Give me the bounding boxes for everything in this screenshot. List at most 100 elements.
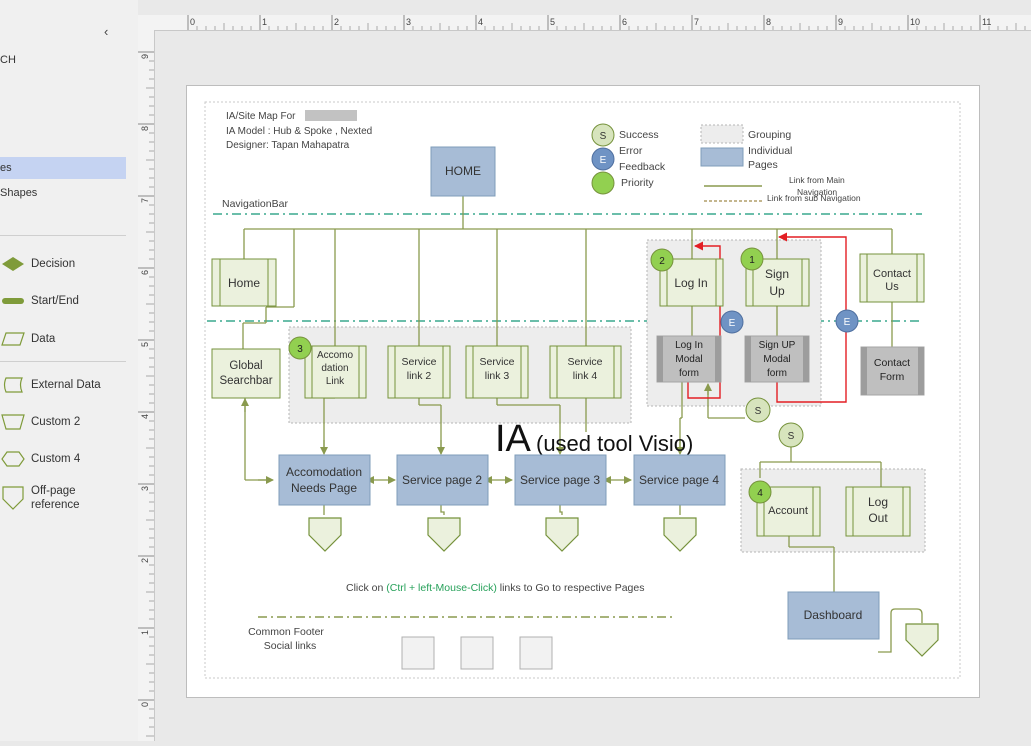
ruler-label: 7 <box>694 17 699 27</box>
ruler-label: 4 <box>140 414 150 419</box>
shape-decision[interactable]: Decision <box>0 252 130 276</box>
priority-legend-label: Priority <box>621 177 654 189</box>
svg-text:Log In: Log In <box>674 276 707 290</box>
svg-text:Service page 3: Service page 3 <box>520 473 600 487</box>
decision-icon <box>2 257 24 271</box>
shapes-panel: ‹ CH es Shapes Decision Start/End Data E… <box>0 0 138 741</box>
success-badge-1: S <box>745 397 771 423</box>
nav-login[interactable]: Log In <box>659 258 724 307</box>
svg-text:Service page 2: Service page 2 <box>402 473 482 487</box>
svg-text:1: 1 <box>749 255 755 266</box>
success-legend-letter: S <box>600 131 607 142</box>
redacted-name <box>305 110 357 121</box>
dashboard-page[interactable]: Dashboard <box>787 591 880 640</box>
svg-text:Service page 4: Service page 4 <box>639 473 719 487</box>
priority-badge-3: 3 <box>288 336 312 360</box>
svg-text:4: 4 <box>757 488 763 499</box>
svg-text:Account: Account <box>768 505 808 517</box>
stencil-tab-selected[interactable]: es <box>0 157 126 179</box>
success-legend-icon <box>591 123 615 147</box>
custom-4-icon <box>1 451 25 467</box>
service-page-3[interactable]: Service page 3 <box>514 454 607 506</box>
stencil-tab-shapes[interactable]: Shapes <box>0 187 38 199</box>
ruler-label: 8 <box>140 126 150 131</box>
error-legend-letter: E <box>600 155 607 166</box>
shape-custom-4[interactable]: Custom 4 <box>0 447 130 471</box>
priority-badge-4: 4 <box>748 480 772 504</box>
ruler-label: 1 <box>140 630 150 635</box>
off-page-reference-icon <box>2 486 24 510</box>
external-data-icon <box>3 377 23 393</box>
account-page[interactable]: Account <box>756 486 821 537</box>
separator <box>0 235 126 236</box>
service-page-4[interactable]: Service page 4 <box>633 454 726 506</box>
social-link-3[interactable] <box>519 636 553 670</box>
ruler-label: 2 <box>140 558 150 563</box>
ruler-label: 7 <box>140 198 150 203</box>
ruler-label: 9 <box>838 17 843 27</box>
shape-off-page-reference[interactable]: Off-page reference <box>0 482 130 514</box>
error-legend-icon <box>591 147 615 171</box>
ruler-label: 5 <box>550 17 555 27</box>
ruler-label: 9 <box>140 54 150 59</box>
svg-text:3: 3 <box>297 344 303 355</box>
shape-start-end[interactable]: Start/End <box>0 289 130 313</box>
ruler-label: 5 <box>140 342 150 347</box>
social-link-1[interactable] <box>401 636 435 670</box>
stencil-title: CH <box>0 54 16 66</box>
nav-home-top[interactable]: HOME <box>430 146 496 197</box>
ruler-label: 0 <box>190 17 195 27</box>
ruler-label: 8 <box>766 17 771 27</box>
ruler-label: 6 <box>622 17 627 27</box>
priority-badge-1: 1 <box>740 247 764 271</box>
service-page-2[interactable]: Service page 2 <box>396 454 489 506</box>
error-badge-signup: E <box>835 309 859 333</box>
shape-data[interactable]: Data <box>0 327 130 351</box>
nav-home[interactable]: Home <box>211 258 277 307</box>
svg-text:2: 2 <box>659 256 665 267</box>
collapse-panel-button[interactable]: ‹ <box>104 24 109 39</box>
sub-nav-legend-label: Link from sub Navigation <box>767 193 861 203</box>
ruler-label: 3 <box>140 486 150 491</box>
main-nav-connectors <box>242 196 923 653</box>
header-line-3: Designer: Tapan Mahapatra <box>226 140 350 151</box>
svg-text:Home: Home <box>228 276 260 290</box>
ruler-label: 10 <box>910 17 920 27</box>
svg-text:HOME: HOME <box>445 164 481 178</box>
off-page-references <box>308 517 939 657</box>
grouping-legend-label: Grouping <box>748 129 791 141</box>
shape-external-data[interactable]: External Data <box>0 373 130 397</box>
ruler-label: 1 <box>262 17 267 27</box>
diagram-title: IA <box>495 418 532 460</box>
shape-custom-2[interactable]: Custom 2 <box>0 410 130 434</box>
social-link-2[interactable] <box>460 636 494 670</box>
header-line-1: IA/Site Map For <box>226 111 296 122</box>
error-legend-label: Error <box>619 145 643 157</box>
error-return-arrows <box>687 232 847 403</box>
ruler-label: 11 <box>982 17 991 27</box>
svg-text:S: S <box>788 431 795 442</box>
